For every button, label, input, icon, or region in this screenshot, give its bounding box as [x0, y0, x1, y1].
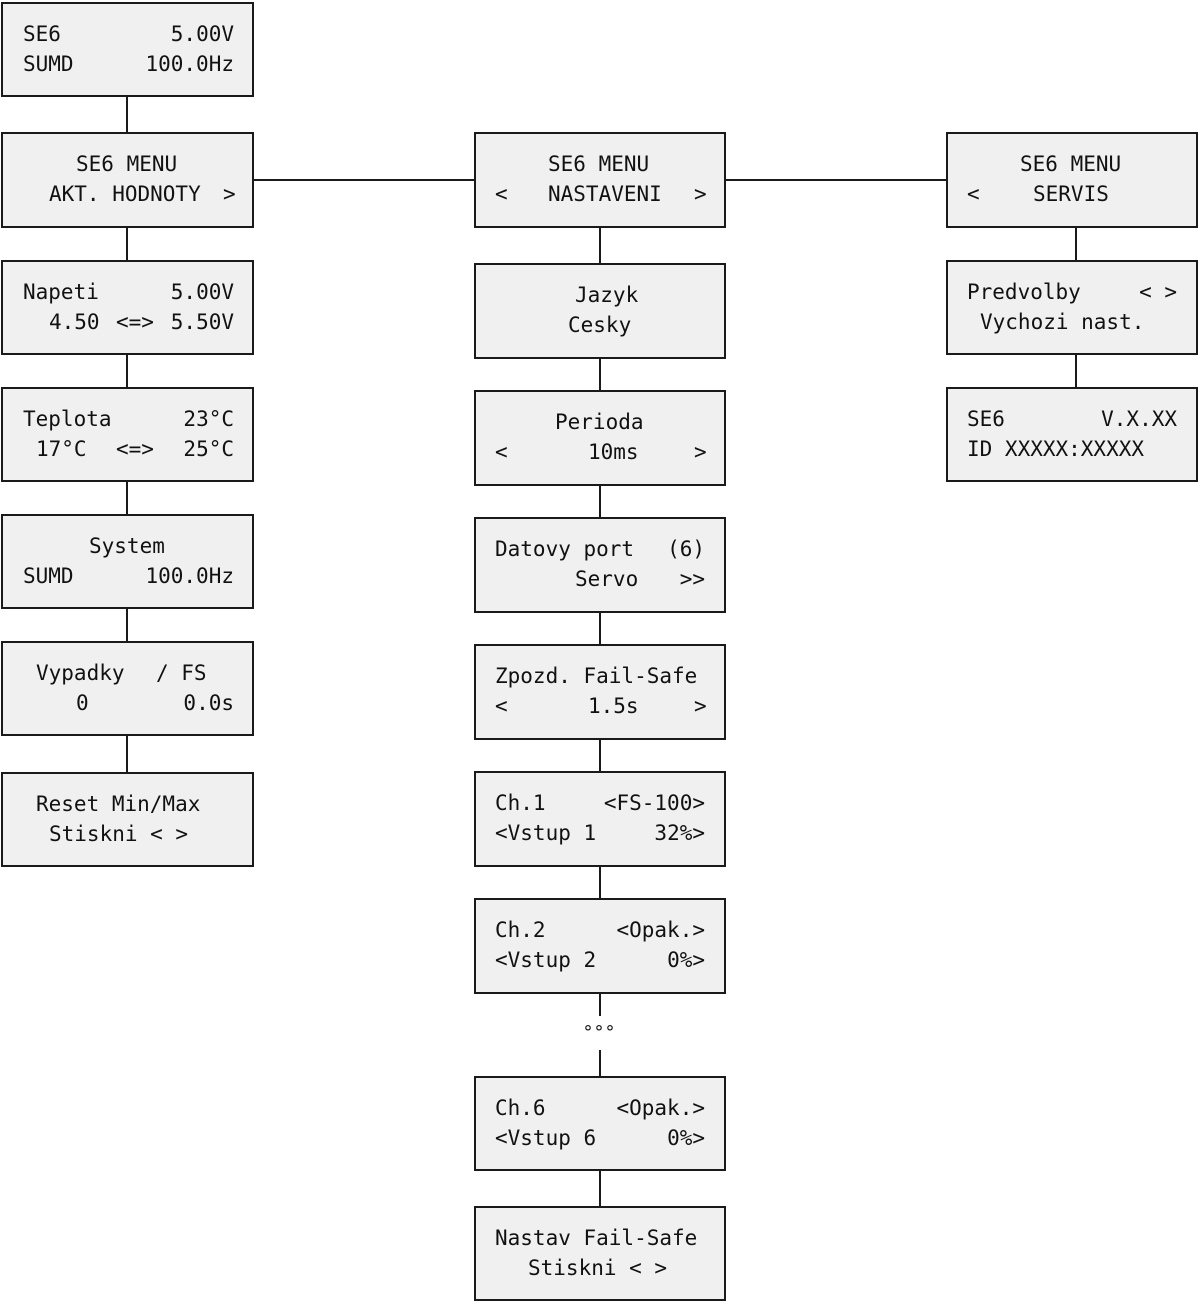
status-mode: SUMD [23, 52, 74, 76]
menu-settings-screen: SE6 MENU < NASTAVENI > [474, 132, 726, 228]
channel-label: Ch.6 [495, 1096, 546, 1120]
channel-input: <Vstup 1 [495, 821, 597, 845]
temperature-label: Teplota [23, 407, 112, 431]
voltage-screen: Napeti 5.00V 4.50 <=> 5.50V [1, 260, 254, 355]
system-frequency: 100.0Hz [145, 564, 234, 588]
dropouts-screen: Vypadky / FS 0 0.0s [1, 641, 254, 736]
failsafe-delay-screen: Zpozd. Fail-Safe < 1.5s > [474, 644, 726, 740]
temperature-value: 23°C [183, 407, 234, 431]
failsafe-label: / FS [156, 661, 207, 685]
data-port-value: Servo [575, 567, 639, 591]
system-screen: System SUMD 100.0Hz [1, 514, 254, 609]
status-voltage: 5.00V [170, 22, 234, 46]
failsafe-time: 0.0s [183, 691, 234, 715]
failsafe-delay-label: Zpozd. Fail-Safe [495, 664, 698, 688]
menu-title: SE6 MENU [1020, 152, 1122, 176]
prev-arrow: < [495, 694, 508, 718]
period-label: Perioda [555, 410, 644, 434]
set-failsafe-label: Nastav Fail-Safe [495, 1226, 698, 1250]
version-device-label: SE6 [967, 407, 1005, 431]
temperature-max: 25°C [183, 437, 234, 461]
dropouts-label: Vypadky [36, 661, 125, 685]
channel-label: Ch.1 [495, 791, 546, 815]
period-screen: Perioda < 10ms > [474, 390, 726, 486]
presets-value: Vychozi nast. [980, 310, 1145, 334]
language-label: Jazyk [575, 283, 639, 307]
menu-values-screen: SE6 MENU AKT. HODNOTY > [1, 132, 254, 228]
reset-screen: Reset Min/Max Stiskni < > [1, 772, 254, 867]
range-symbol: <=> [116, 437, 154, 461]
next-arrow: >> [679, 567, 705, 591]
ellipsis-indicator: °°° [583, 1022, 617, 1043]
next-arrow: > [694, 440, 707, 464]
channel-label: Ch.2 [495, 918, 546, 942]
menu-title: SE6 MENU [76, 152, 178, 176]
set-failsafe-action: Stiskni < > [528, 1256, 668, 1280]
language-screen: Jazyk Cesky [474, 263, 726, 359]
prev-arrow: < [967, 182, 980, 206]
system-mode: SUMD [23, 564, 74, 588]
voltage-min: 4.50 [49, 310, 100, 334]
device-id: ID XXXXX:XXXXX [967, 437, 1145, 461]
data-port-count: (6) [667, 537, 705, 561]
data-port-label: Datovy port [495, 537, 635, 561]
dropouts-count: 0 [76, 691, 89, 715]
voltage-value: 5.00V [170, 280, 234, 304]
prev-arrow: < [495, 440, 508, 464]
channel-6-screen: Ch.6 <Opak.> <Vstup 6 0%> [474, 1076, 726, 1171]
channel-2-screen: Ch.2 <Opak.> <Vstup 2 0%> [474, 898, 726, 994]
reset-label: Reset Min/Max [36, 792, 201, 816]
data-port-screen: Datovy port (6) Servo >> [474, 517, 726, 613]
failsafe-delay-value: 1.5s [588, 694, 639, 718]
temperature-min: 17°C [36, 437, 87, 461]
channel-value: 32%> [654, 821, 705, 845]
next-arrow: > [223, 182, 236, 206]
channel-input: <Vstup 2 [495, 948, 597, 972]
channel-mode: <FS-100> [603, 791, 705, 815]
status-frequency: 100.0Hz [145, 52, 234, 76]
presets-screen: Predvolby < > Vychozi nast. [946, 260, 1198, 355]
status-screen: SE6 5.00V SUMD 100.0Hz [1, 2, 254, 97]
voltage-label: Napeti [23, 280, 99, 304]
prev-arrow: < [495, 182, 508, 206]
range-symbol: <=> [116, 310, 154, 334]
menu-item-values: AKT. HODNOTY [49, 182, 201, 206]
presets-label: Predvolby [967, 280, 1081, 304]
menu-service-screen: SE6 MENU < SERVIS [946, 132, 1198, 228]
set-failsafe-screen: Nastav Fail-Safe Stiskni < > [474, 1206, 726, 1301]
version-screen: SE6 V.X.XX ID XXXXX:XXXXX [946, 387, 1198, 482]
system-label: System [89, 534, 165, 558]
period-value: 10ms [588, 440, 639, 464]
menu-item-settings: NASTAVENI [548, 182, 662, 206]
reset-action: Stiskni < > [49, 822, 189, 846]
voltage-max: 5.50V [170, 310, 234, 334]
channel-mode: <Opak.> [616, 1096, 705, 1120]
channel-value: 0%> [667, 1126, 705, 1150]
next-arrow: > [694, 694, 707, 718]
next-arrow: > [694, 182, 707, 206]
status-device-label: SE6 [23, 22, 61, 46]
menu-title: SE6 MENU [548, 152, 650, 176]
menu-item-service: SERVIS [1033, 182, 1109, 206]
presets-arrows: < > [1139, 280, 1177, 304]
firmware-version: V.X.XX [1101, 407, 1177, 431]
language-value: Cesky [568, 313, 632, 337]
channel-value: 0%> [667, 948, 705, 972]
channel-1-screen: Ch.1 <FS-100> <Vstup 1 32%> [474, 771, 726, 867]
channel-mode: <Opak.> [616, 918, 705, 942]
temperature-screen: Teplota 23°C 17°C <=> 25°C [1, 387, 254, 482]
channel-input: <Vstup 6 [495, 1126, 597, 1150]
